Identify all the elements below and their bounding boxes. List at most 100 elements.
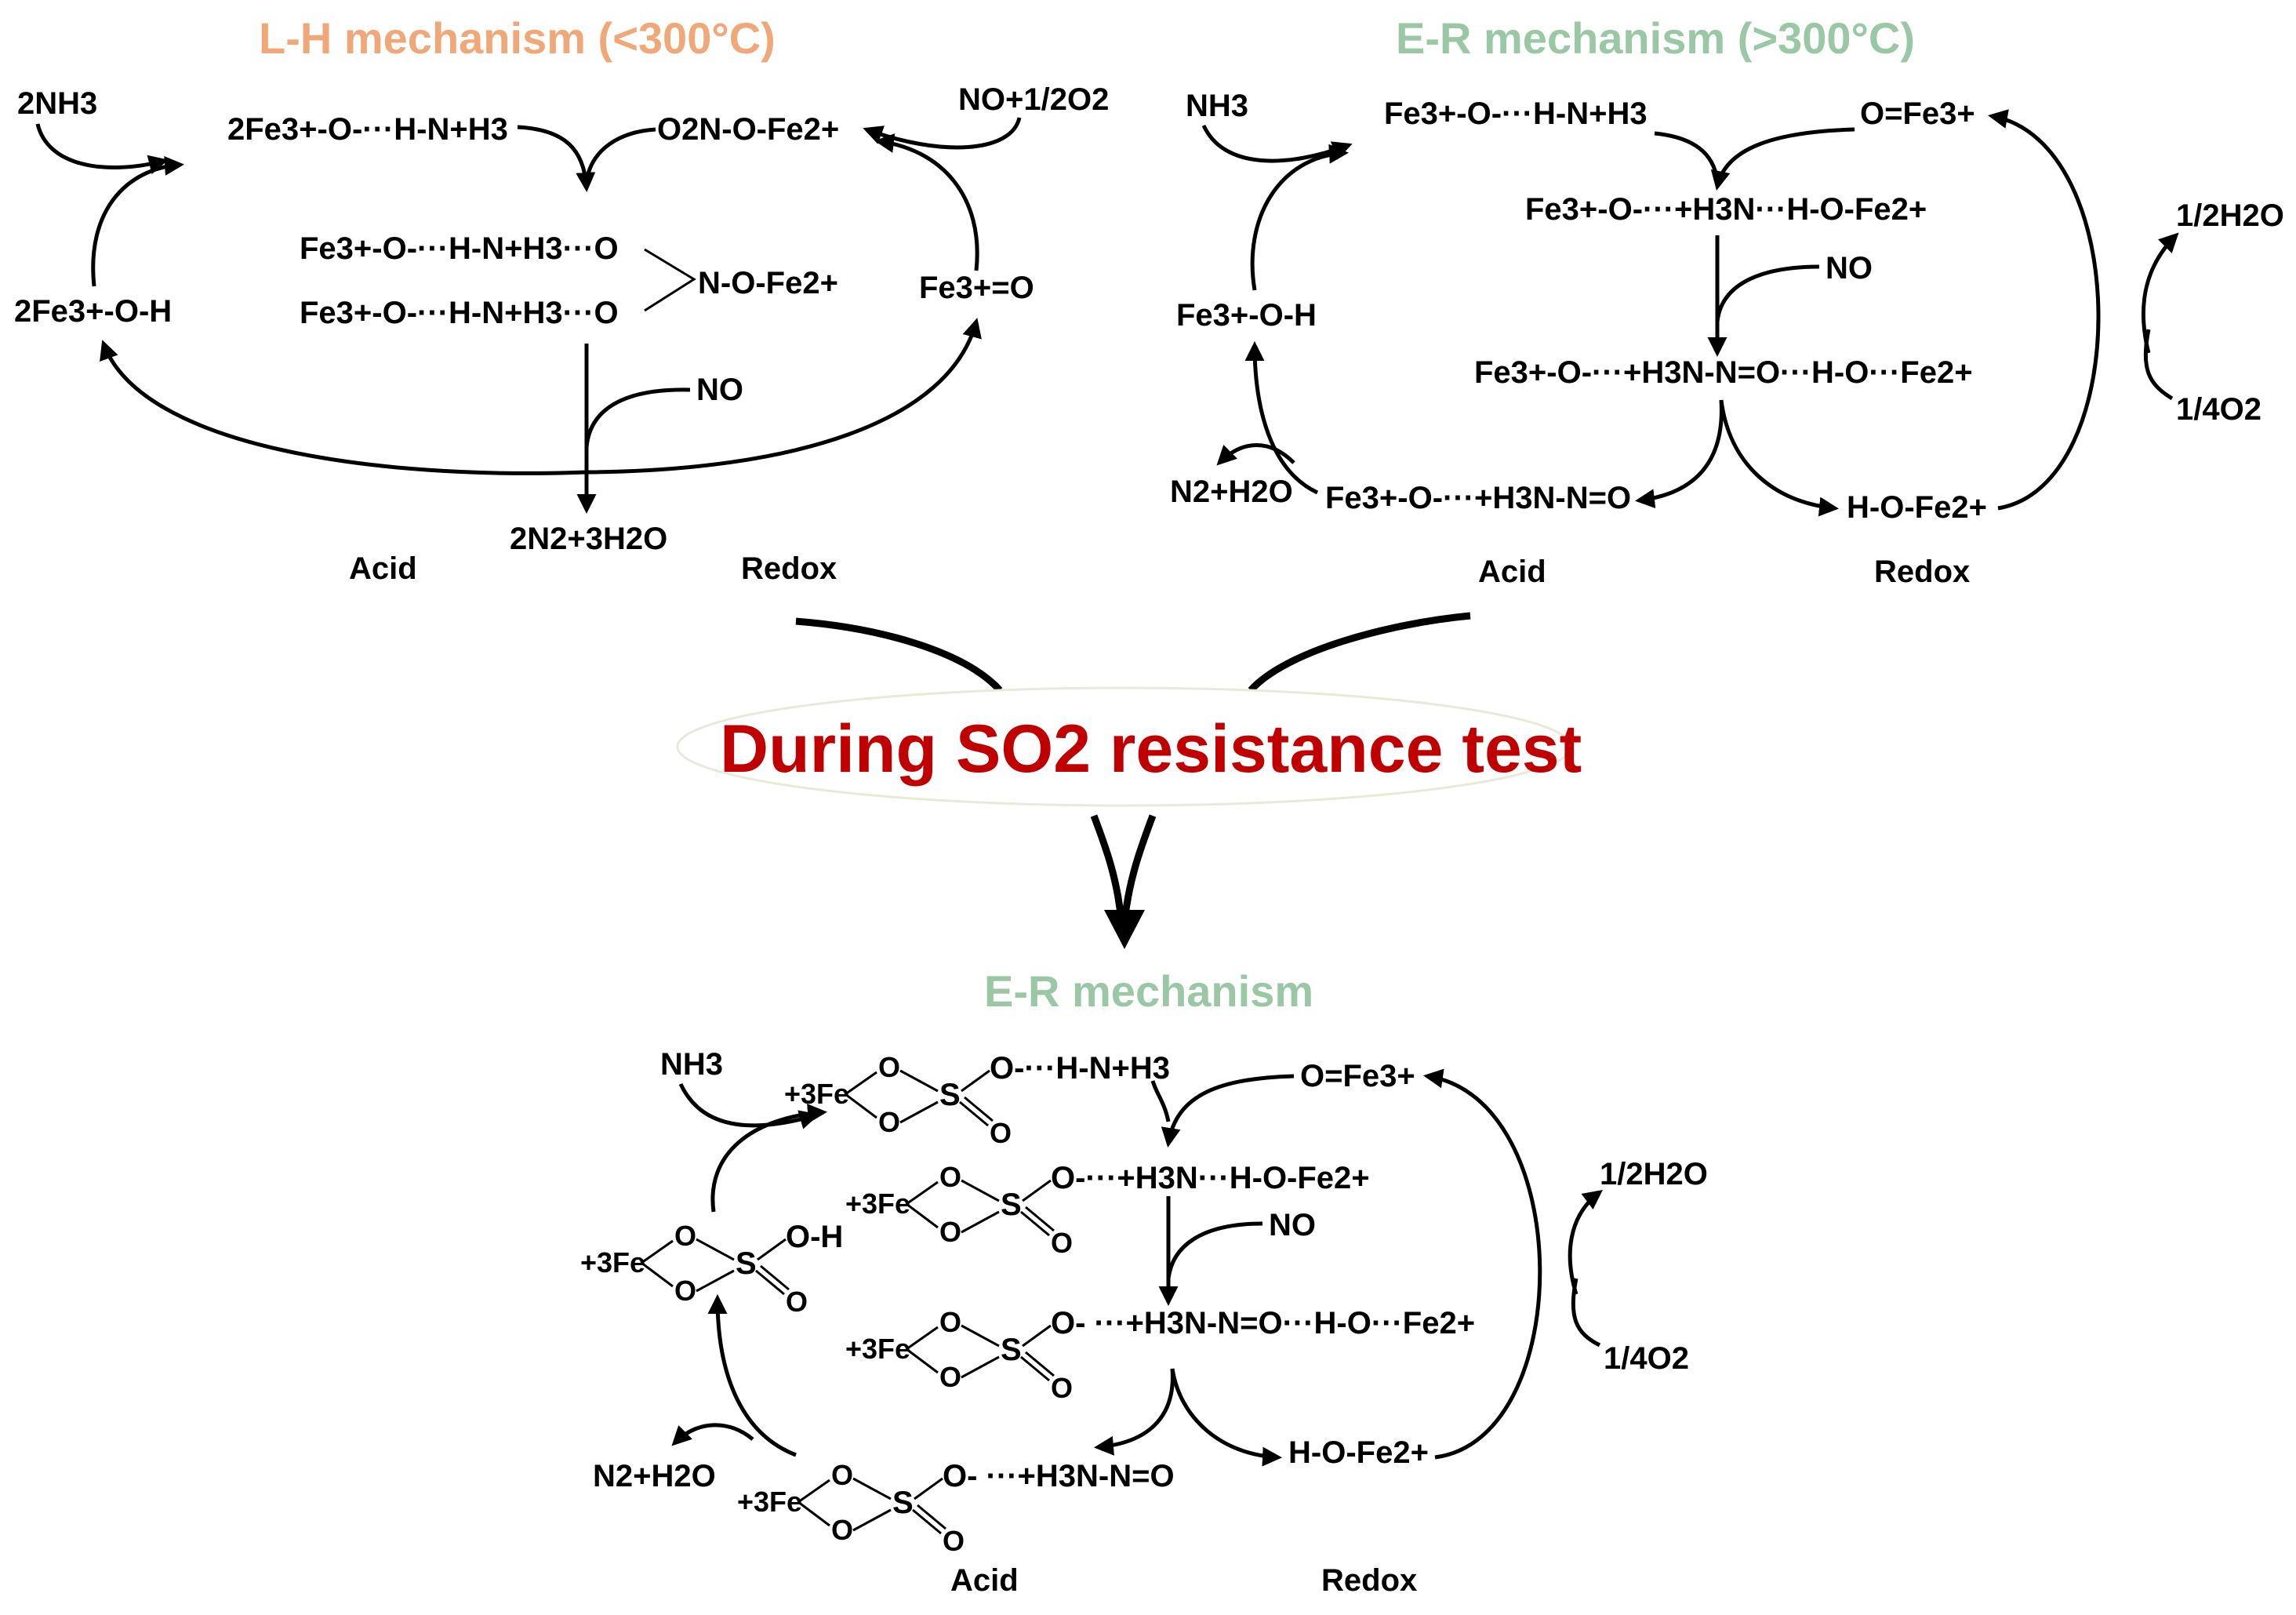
sulfate-substituent: O- ···+H3N-N=O···H-O···Fe2+	[1051, 1306, 1475, 1340]
fe-o-bond-lower	[641, 1261, 674, 1288]
s-o-double-bond-b	[1025, 1206, 1055, 1232]
er-title: E-R mechanism (>300°C)	[1396, 13, 1915, 63]
fe-o-bond-upper	[845, 1071, 877, 1096]
sulfate-substituent: O-H	[786, 1220, 843, 1254]
er-acid-site-nh3: Fe3+-O-···H-N+H3	[1384, 96, 1648, 131]
fe-o-bond-upper	[797, 1479, 830, 1504]
fe-o-bond-upper	[641, 1239, 674, 1264]
o-s-bond-lower	[852, 1508, 892, 1532]
lh-hydroxyl: 2Fe3+-O-H	[14, 294, 172, 329]
iron-label: +3Fe	[737, 1486, 802, 1518]
o-s-bond-upper	[899, 1069, 939, 1093]
er-acid-label: Acid	[1478, 555, 1546, 589]
lh-panel: L-H mechanism (<300°C) 2NH3 2Fe3+-O-···H…	[14, 13, 1109, 586]
sulfur-atom: S	[939, 1078, 961, 1112]
oxygen-atom-lower: O	[939, 1216, 961, 1248]
fe-o-bond-lower	[906, 1348, 939, 1374]
er-hydroxyl: Fe3+-O-H	[1176, 298, 1317, 333]
er-ferryl: O=Fe3+	[1860, 96, 1975, 131]
lh-arrow-nh3-in	[35, 123, 169, 174]
er-so2-arrow-acid-regen	[707, 1294, 797, 1457]
er-no: NO	[1826, 251, 1873, 286]
er-redox-label: Redox	[1874, 555, 1970, 589]
banner-down-arrow-right	[1121, 814, 1157, 922]
s-o-single-bond	[1022, 1324, 1052, 1348]
oxygen-atom-lower: O	[878, 1106, 900, 1138]
sulfur-atom: S	[736, 1246, 757, 1281]
s-o-double-bond-b	[917, 1504, 946, 1530]
er-arrow-merge-right	[1710, 127, 1855, 191]
lh-no-o2: NO+1/2O2	[958, 82, 1109, 117]
lh-complex-bridge: N-O-Fe2+	[698, 266, 838, 300]
er-so2-arrow-merge-right	[1161, 1074, 1295, 1148]
sulfur-atom: S	[1001, 1333, 1022, 1367]
er-arrow-water-out	[2141, 232, 2179, 354]
lh-redox-label: Redox	[741, 551, 837, 586]
s-o-double-bond-b	[964, 1096, 994, 1122]
oxygen-atom-upper: O	[939, 1306, 961, 1338]
oxygen-atom-upper: O	[878, 1051, 900, 1083]
sulfur-atom: S	[892, 1486, 914, 1520]
s-o-double-bond-a	[1020, 1355, 1050, 1382]
banner: During SO2 resistance test	[676, 612, 1582, 949]
lh-no: NO	[696, 373, 743, 407]
er-arrow-o2-in	[2143, 329, 2174, 401]
er-arrow-split-right	[1719, 399, 1839, 517]
er-arrow-split-left	[1635, 399, 1724, 509]
er-arrow-left-up	[1250, 144, 1349, 291]
o-s-bond-upper	[852, 1477, 892, 1500]
fe-o-bond-lower	[906, 1202, 939, 1229]
s-o-double-bond-a	[912, 1508, 942, 1535]
s-o-double-bond-b	[760, 1264, 790, 1291]
lh-arrow-no-in	[584, 387, 691, 448]
er-so2-ferryl: O=Fe3+	[1300, 1059, 1415, 1093]
er-products: N2+H2O	[1170, 475, 1293, 509]
oxygen-atom-upper: O	[831, 1459, 853, 1491]
s-o-single-bond	[1022, 1179, 1052, 1202]
lh-nh3: 2NH3	[17, 86, 97, 121]
sulfate-groups: +3FeOOSOO-···H-N+H3+3FeOOSOO-···+H3N···H…	[580, 1051, 1475, 1557]
sulfate-substituent: O- ···+H3N-N=O	[943, 1459, 1175, 1493]
iron-label: +3Fe	[580, 1246, 645, 1279]
er-step3: Fe3+-O-···+H3N-N=O···H-O···Fe2+	[1474, 355, 1973, 390]
er-water-half: 1/2H2O	[2176, 198, 2284, 233]
oxygen-atom-double: O	[786, 1286, 808, 1318]
sulfate-substituent: O-···H-N+H3	[990, 1051, 1170, 1086]
er-so2-redox-label: Redox	[1321, 1563, 1417, 1598]
sulfur-atom: S	[1001, 1188, 1022, 1222]
oxygen-atom-lower: O	[674, 1275, 696, 1307]
er-so2-arrow-nh3-in	[678, 1082, 819, 1129]
o-s-bond-upper	[961, 1324, 1000, 1348]
s-o-double-bond-a	[959, 1100, 989, 1127]
iron-label: +3Fe	[845, 1188, 910, 1220]
lh-arrow-bottom-right	[586, 318, 982, 475]
er-so2-water-half: 1/2H2O	[1600, 1157, 1708, 1191]
banner-left-arrow	[795, 617, 1003, 693]
s-o-double-bond-b	[1025, 1351, 1055, 1377]
oxygen-atom-double: O	[1051, 1372, 1073, 1404]
fe-o-bond-upper	[906, 1180, 939, 1206]
lh-arrow-left-up	[91, 155, 184, 287]
oxygen-atom-upper: O	[674, 1220, 696, 1252]
oxygen-atom-lower: O	[831, 1514, 853, 1546]
banner-ellipse	[676, 686, 1573, 807]
er-o2-quarter: 1/4O2	[2176, 392, 2261, 427]
er-arrow-acid-regen	[1244, 341, 1319, 495]
er-so2-reduced: H-O-Fe2+	[1288, 1435, 1429, 1470]
er-so2-arrow-products-out	[671, 1423, 754, 1446]
er-so2-arrow-regen	[1423, 1068, 1542, 1460]
er-so2-arrow-split-left	[1094, 1368, 1175, 1456]
iron-label: +3Fe	[784, 1078, 849, 1110]
s-o-single-bond	[757, 1238, 787, 1261]
er-step2: Fe3+-O-···+H3N···H-O-Fe2+	[1525, 192, 1927, 227]
banner-arrowhead	[1104, 910, 1145, 949]
s-o-single-bond	[961, 1069, 990, 1093]
er-so2-arrow-water-out	[1568, 1189, 1603, 1295]
banner-right-arrow	[1248, 612, 1471, 693]
er-nh3: NH3	[1186, 89, 1248, 123]
